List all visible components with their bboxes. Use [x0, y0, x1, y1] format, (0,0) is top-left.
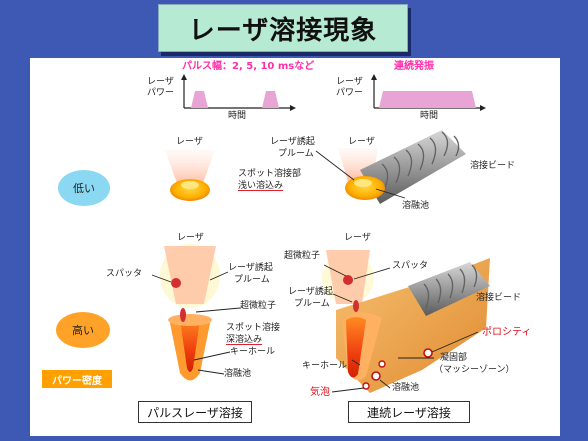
power-density-label: パワー密度 [52, 375, 102, 387]
high-cw-solid-label-line1: 凝固部 [440, 353, 468, 363]
high-cw-fine-label: 超微粒子 [284, 251, 321, 261]
high-pulse-spot-label-line1: スポット溶接 [226, 323, 281, 333]
title-box: レーザ溶接現象 [158, 4, 408, 52]
cw-y-label-line2: パワー [336, 88, 364, 98]
pulse-y-label-line1: レーザ [147, 77, 174, 87]
high-cw-bubble-label: 気泡 [310, 387, 330, 398]
low-pulse-illustration [165, 150, 215, 201]
low-pulse-laser-label: レーザ [176, 137, 203, 147]
pulse-y-label-line2: パワー [147, 88, 175, 98]
caption-pulse: パルスレーザ溶接 [147, 405, 243, 420]
high-cw-porosity-label: ポロシティ [482, 327, 532, 338]
high-cw-pool-label: 溶融池 [392, 383, 420, 393]
high-pulse-keyhole-label: キーホール [230, 347, 276, 357]
high-pulse-pool-label: 溶融池 [224, 369, 252, 379]
pulse-heading: パルス幅：2, 5, 10 msなど [182, 61, 315, 72]
low-cw-bead-label: 溶接ビード [470, 161, 516, 171]
high-pulse-spot-label-line2: 深溶込み [226, 335, 263, 345]
pulse-power-chart [181, 74, 296, 111]
diagram-artwork [151, 74, 490, 393]
cw-heading: 連続発振 [394, 61, 434, 72]
high-cw-laser-label: レーザ [344, 233, 371, 243]
level-low-oval: 低い [58, 170, 110, 206]
cw-y-label-line1: レーザ [336, 77, 363, 87]
low-pulse-spot-label-line2: 浅い溶込み [238, 181, 284, 191]
level-low-label: 低い [73, 182, 95, 195]
high-pulse-fine-label: 超微粒子 [240, 301, 277, 311]
high-pulse-spatter-label: スパッタ [106, 269, 143, 279]
low-cw-pool-label: 溶融池 [402, 201, 430, 211]
low-cw-illustration [338, 130, 466, 204]
high-pulse-plume-label-line1: レーザ誘起 [228, 263, 273, 273]
caption-cw: 連続レーザ溶接 [367, 405, 451, 420]
high-cw-spatter-label: スパッタ [392, 261, 429, 271]
high-cw-plume-label-line2: プルーム [294, 299, 330, 309]
high-cw-illustration [322, 250, 490, 393]
high-pulse-plume-label-line2: プルーム [234, 275, 270, 285]
low-cw-plume-label-line2: プルーム [278, 149, 314, 159]
level-high-oval: 高い [56, 312, 110, 348]
pulse-x-label: 時間 [228, 111, 247, 121]
caption-pulse-box: パルスレーザ溶接 [138, 401, 252, 423]
caption-cw-box: 連続レーザ溶接 [348, 401, 470, 423]
level-high-label: 高い [72, 324, 94, 337]
high-pulse-illustration [160, 244, 220, 381]
diagram-panel: パルス幅：2, 5, 10 msなど レーザ パワー 時間 連続発振 レーザ パ… [30, 58, 560, 436]
high-cw-plume-label-line1: レーザ誘起 [288, 287, 333, 297]
page-title: レーザ溶接現象 [188, 15, 378, 46]
low-cw-laser-label: レーザ [348, 137, 375, 147]
high-cw-keyhole-label: キーホール [302, 361, 348, 371]
low-pulse-spot-label-line1: スポット溶接部 [238, 169, 302, 179]
high-pulse-laser-label: レーザ [177, 233, 204, 243]
cw-x-label: 時間 [420, 111, 439, 121]
low-cw-plume-label-line1: レーザ誘起 [270, 137, 315, 147]
high-cw-solid-label-line2: （マッシーゾーン） [434, 365, 515, 375]
power-density-badge: パワー密度 [42, 370, 112, 388]
leader-lines [151, 150, 479, 393]
high-cw-bead-label: 溶接ビード [476, 293, 522, 303]
cw-power-chart [371, 74, 486, 111]
